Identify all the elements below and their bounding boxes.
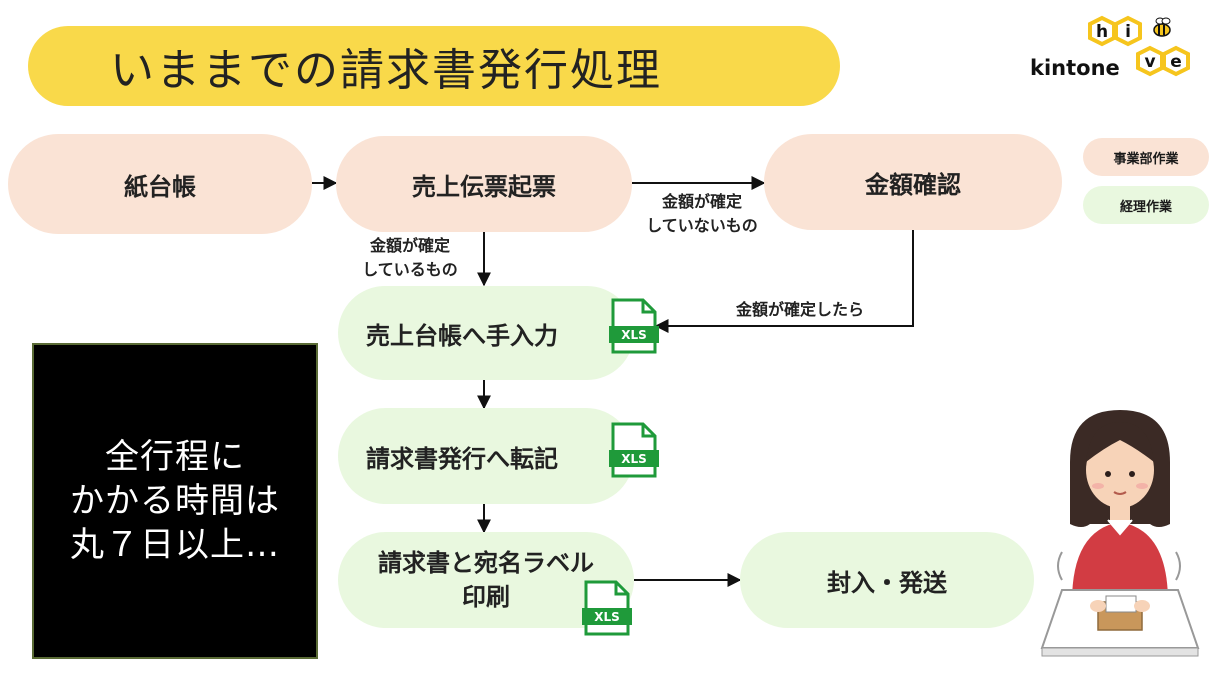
xls-label: XLS xyxy=(621,452,647,466)
duration-callout: 全行程に かかる時間は 丸７日以上… xyxy=(32,343,318,659)
callout-line-3: 丸７日以上… xyxy=(70,525,280,565)
logo-letter-e: e xyxy=(1170,52,1182,72)
edge-label-confirmed: 金額が確定 しているもの xyxy=(340,234,480,282)
kintone-hive-logo: h i v e kintone xyxy=(1022,14,1202,86)
logo-hexagons: h i v e kintone xyxy=(1030,15,1190,80)
node-paper-ledger: 紙台帳 xyxy=(8,134,312,234)
node-sales-ledger-input: 売上台帳へ手入力 xyxy=(338,286,634,380)
legend-accounting: 経理作業 xyxy=(1083,186,1209,224)
excel-file-icon: XLS xyxy=(607,422,661,478)
logo-letter-v: v xyxy=(1144,52,1155,72)
logo-letter-h: h xyxy=(1096,22,1108,42)
excel-file-icon: XLS xyxy=(580,580,634,636)
office-worker-illustration xyxy=(1040,410,1200,657)
node-invoice-transcribe-label: 請求書発行へ転記 xyxy=(366,444,558,473)
callout-line-1: 全行程に xyxy=(105,437,245,477)
edge-label-unconfirmed-2: していないもの xyxy=(646,216,758,235)
node-paper-ledger-label: 紙台帳 xyxy=(124,172,196,201)
xls-label: XLS xyxy=(594,610,620,624)
logo-kintone-text: kintone xyxy=(1030,56,1120,80)
edge-label-confirmed-1: 金額が確定 xyxy=(369,236,450,255)
node-sales-slip-label: 売上伝票起票 xyxy=(412,172,556,201)
edge-label-unconfirmed-1: 金額が確定 xyxy=(661,192,742,211)
excel-file-icon: XLS xyxy=(607,298,661,354)
title-banner: いままでの請求書発行処理 xyxy=(28,26,840,106)
xls-label: XLS xyxy=(621,328,647,342)
node-invoice-transcribe: 請求書発行へ転記 xyxy=(338,408,634,504)
edge-label-after-confirm: 金額が確定したら xyxy=(735,300,864,319)
edge-label-unconfirmed: 金額が確定 していないもの xyxy=(612,190,792,238)
node-amount-check: 金額確認 xyxy=(764,134,1062,230)
callout-line-2: かかる時間は xyxy=(70,481,280,521)
node-amount-check-label: 金額確認 xyxy=(865,170,961,199)
node-sales-ledger-input-label: 売上台帳へ手入力 xyxy=(366,321,558,350)
node-sales-slip: 売上伝票起票 xyxy=(336,136,632,232)
node-enclose-send: 封入・発送 xyxy=(740,532,1034,628)
logo-letter-i: i xyxy=(1125,22,1131,42)
node-invoice-print-label-1: 請求書と宛名ラベル xyxy=(378,549,594,577)
node-enclose-send-label: 封入・発送 xyxy=(827,568,947,597)
arrow-check-to-ledger-input xyxy=(654,230,914,333)
legend-business-dept: 事業部作業 xyxy=(1083,138,1209,176)
edge-label-confirmed-2: しているもの xyxy=(362,260,458,279)
bee-icon xyxy=(1153,17,1171,37)
node-invoice-print-label-2: 印刷 xyxy=(462,583,510,611)
page-title: いままでの請求書発行処理 xyxy=(110,45,662,96)
